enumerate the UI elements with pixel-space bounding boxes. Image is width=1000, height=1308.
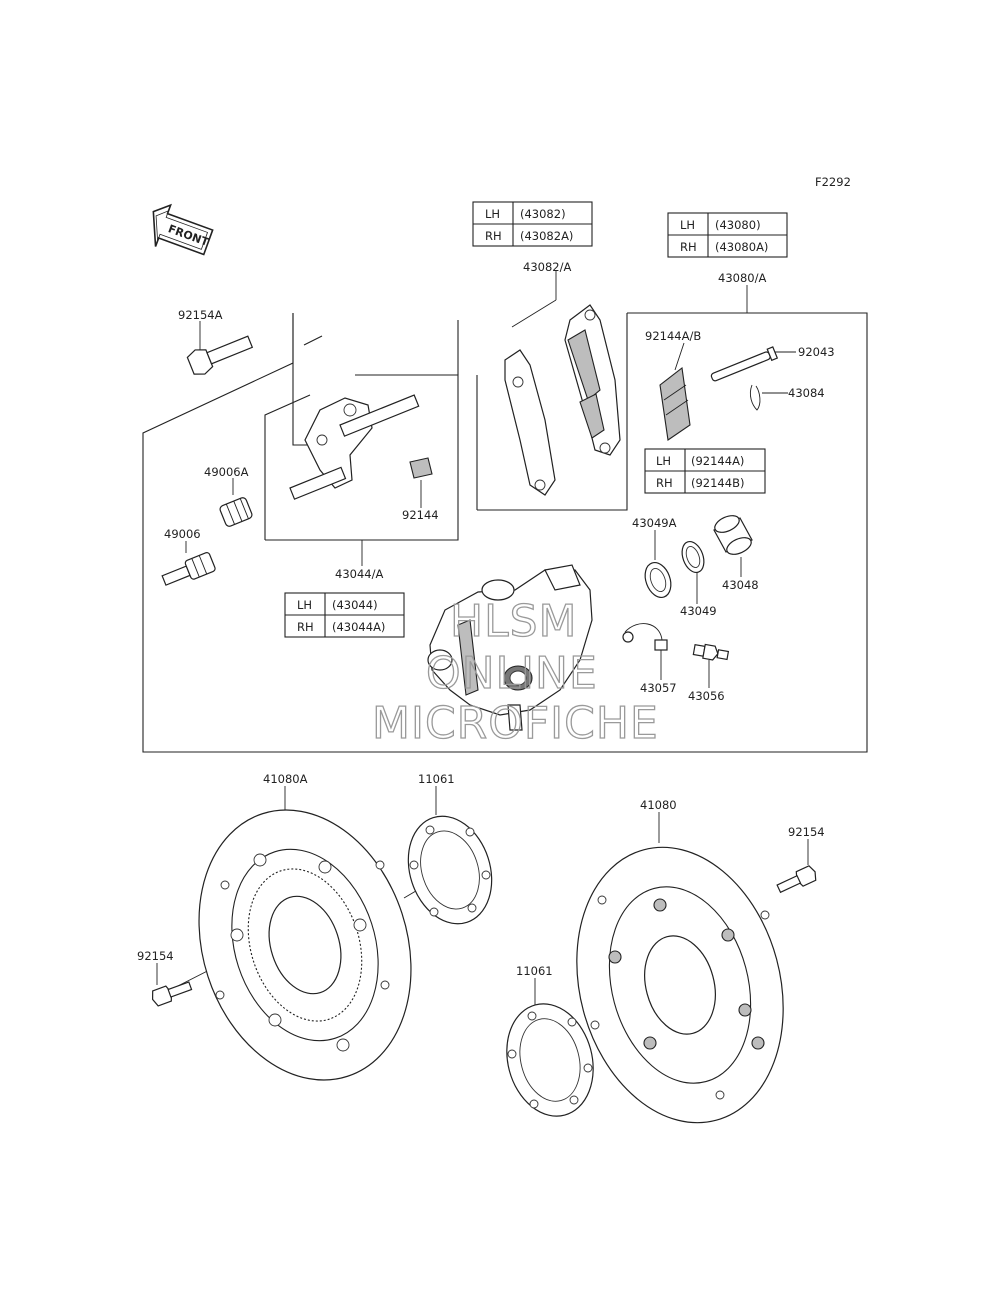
label-43080: 43080/A	[718, 271, 766, 285]
brake-disc-41080a-icon	[198, 809, 412, 1081]
label-41080a: 41080A	[263, 772, 308, 786]
label-43049: 43049	[680, 604, 717, 618]
watermark-line-2: ONLINE	[426, 648, 598, 699]
table-pads: LH (43082) RH (43082A)	[472, 201, 593, 247]
label-43056: 43056	[688, 689, 725, 703]
brake-disc-41080-icon	[576, 846, 784, 1124]
label-92154-right: 92154	[788, 825, 825, 839]
label-43044: 43044/A	[335, 567, 383, 581]
label-43057: 43057	[640, 681, 677, 695]
bleeder-43056-icon	[692, 643, 730, 661]
clip-43084-icon	[749, 384, 761, 411]
shim-11061-lower-icon	[506, 1003, 594, 1117]
boot-49006a-icon	[219, 497, 253, 527]
label-43048: 43048	[722, 578, 759, 592]
table-pins-side-1: LH	[680, 218, 695, 232]
table-pads-side-1: LH	[485, 207, 500, 221]
table-pins: LH (43080) RH (43080A)	[667, 212, 788, 258]
seal-43049a-icon	[644, 561, 672, 599]
table-holders: LH (43044) RH (43044A)	[284, 592, 405, 638]
label-43082: 43082/A	[523, 260, 571, 274]
bolt-92154-right-icon	[776, 865, 817, 894]
label-11061-upper: 11061	[418, 772, 455, 786]
label-92144ab: 92144A/B	[645, 329, 701, 343]
assembly-frames	[142, 312, 868, 753]
table-holders-side-1: LH	[297, 598, 312, 612]
table-springs-side-2: RH	[656, 476, 673, 490]
table-holders-side-2: RH	[297, 620, 314, 634]
table-pins-side-2: RH	[680, 240, 697, 254]
caliper-body-icon	[427, 564, 593, 731]
bleeder-cap-43057-icon	[622, 623, 668, 651]
table-springs-side-1: LH	[656, 454, 671, 468]
label-92154-left: 92154	[137, 949, 174, 963]
table-springs-part-2: (92144B)	[691, 476, 744, 490]
label-43084: 43084	[788, 386, 825, 400]
label-92144: 92144	[402, 508, 439, 522]
pin-49006-icon	[161, 552, 216, 586]
label-43049a: 43049A	[632, 516, 677, 530]
bolt-92154a-icon	[186, 335, 254, 375]
figure-code: F2292	[815, 175, 851, 189]
watermark-line-1: HLSM	[450, 596, 578, 647]
brake-pads-icon	[504, 304, 621, 496]
table-holders-part-1: (43044)	[332, 598, 378, 612]
shim-11061-upper-icon	[407, 815, 493, 925]
label-41080: 41080	[640, 798, 677, 812]
part-labels: 43082/A 43080/A 92154A 92144A/B 92043 43…	[137, 260, 835, 978]
bolt-92154-left-icon	[152, 981, 193, 1007]
front-arrow-icon: FRONT	[152, 203, 214, 256]
piston-43048-icon	[713, 515, 753, 555]
label-49006a: 49006A	[204, 465, 249, 479]
spring-92144-icon	[409, 457, 433, 479]
watermark: HLSM ONLINE MICROFICHE	[371, 595, 659, 749]
table-pads-part-2: (43082A)	[520, 229, 573, 243]
pin-92043-icon	[710, 346, 779, 382]
table-pads-side-2: RH	[485, 229, 502, 243]
label-92154a: 92154A	[178, 308, 223, 322]
table-pins-part-1: (43080)	[715, 218, 761, 232]
label-11061-lower: 11061	[516, 964, 553, 978]
table-springs: LH (92144A) RH (92144B)	[644, 448, 766, 494]
table-springs-part-1: (92144A)	[691, 454, 744, 468]
seal-43049-icon	[681, 540, 705, 574]
label-92043: 92043	[798, 345, 835, 359]
label-49006: 49006	[164, 527, 201, 541]
caliper-bracket-icon	[289, 394, 420, 500]
watermark-line-3: MICROFICHE	[372, 698, 659, 749]
table-pads-part-1: (43082)	[520, 207, 566, 221]
pad-spring-92144ab-icon	[659, 366, 691, 441]
table-holders-part-2: (43044A)	[332, 620, 385, 634]
table-pins-part-2: (43080A)	[715, 240, 768, 254]
